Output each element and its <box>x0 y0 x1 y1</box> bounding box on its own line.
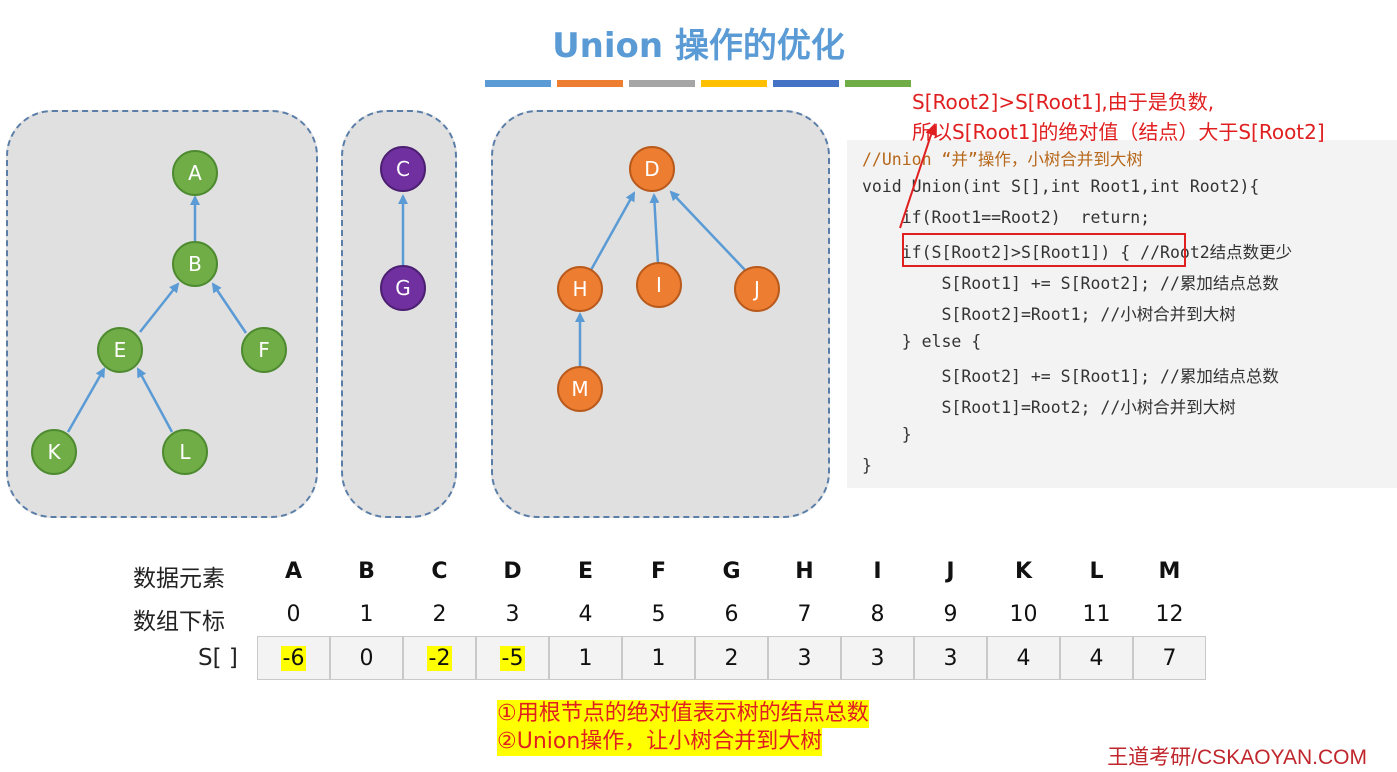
element-header-cell: H <box>795 559 814 584</box>
index-cell: 9 <box>943 602 958 627</box>
element-header-cell: M <box>1158 559 1181 584</box>
code-line: S[Root2]=Root1; //小树合并到大树 <box>862 305 1236 324</box>
tree-node: K <box>31 429 77 475</box>
s-array-value: 3 <box>870 645 885 671</box>
index-cell: 7 <box>797 602 812 627</box>
s-array-value: 3 <box>797 645 812 671</box>
s-array-cell: 4 <box>987 636 1060 680</box>
s-array-cell: 4 <box>1060 636 1133 680</box>
code-highlight-box <box>902 233 1186 267</box>
color-bar <box>557 80 623 87</box>
element-header-cell: I <box>873 559 882 584</box>
s-array-value: 1 <box>651 645 666 671</box>
index-cell: 11 <box>1082 602 1111 627</box>
s-array-cell: 1 <box>622 636 695 680</box>
s-array-cell: 3 <box>841 636 914 680</box>
element-header-cell: E <box>577 559 594 584</box>
code-block <box>847 140 1397 488</box>
index-cell: 5 <box>651 602 666 627</box>
tree-node: C <box>380 146 426 192</box>
code-line: } else { <box>862 332 982 351</box>
element-header-cell: C <box>431 559 448 584</box>
color-bar <box>845 80 911 87</box>
s-array-cell: 1 <box>549 636 622 680</box>
index-cell: 8 <box>870 602 885 627</box>
element-header-cell: G <box>722 559 741 584</box>
index-cell: 10 <box>1009 602 1038 627</box>
tree-node: J <box>734 266 780 312</box>
code-line: S[Root1]=Root2; //小树合并到大树 <box>862 398 1236 417</box>
index-cell: 3 <box>505 602 520 627</box>
code-line: S[Root1] += S[Root2]; //累加结点总数 <box>862 274 1279 293</box>
row-label-s: S[ ] <box>198 645 238 671</box>
s-array-cell: 0 <box>330 636 403 680</box>
s-array-cell: 7 <box>1133 636 1206 680</box>
element-header-cell: K <box>1014 559 1033 584</box>
s-array-value: -2 <box>426 645 453 671</box>
page-title: Union 操作的优化 <box>552 26 845 66</box>
s-array-cell: -5 <box>476 636 549 680</box>
index-cell: 1 <box>359 602 374 627</box>
s-array-value: 4 <box>1089 645 1104 671</box>
annotation-line-1: S[Root2]>S[Root1],由于是负数, <box>912 90 1215 114</box>
code-line: if(Root1==Root2) return; <box>862 208 1151 227</box>
s-array-value: 2 <box>724 645 739 671</box>
tree-node: I <box>636 262 682 308</box>
s-array-cell: 2 <box>695 636 768 680</box>
element-header-cell: J <box>946 559 955 584</box>
tree-node: G <box>380 265 426 311</box>
code-line: } <box>862 425 912 444</box>
tree-panel-c <box>341 110 457 518</box>
index-cell: 6 <box>724 602 739 627</box>
s-array-value: 7 <box>1162 645 1177 671</box>
brand-footer: 王道考研/CSKAOYAN.COM <box>1107 746 1367 769</box>
s-array-cell: 3 <box>914 636 987 680</box>
note-line-1: ①用根节点的绝对值表示树的结点总数 <box>497 700 869 728</box>
index-cell: 0 <box>286 602 301 627</box>
tree-node: B <box>172 241 218 287</box>
index-cell: 2 <box>432 602 447 627</box>
element-header-cell: D <box>503 559 522 584</box>
code-line: void Union(int S[],int Root1,int Root2){ <box>862 177 1260 196</box>
color-bar <box>701 80 767 87</box>
s-array-value: 0 <box>359 645 374 671</box>
s-array-cell: -2 <box>403 636 476 680</box>
code-line: if(S[Root2]>S[Root1]) { //Root2结点数更少 <box>862 243 1293 262</box>
summary-notes: ①用根节点的绝对值表示树的结点总数 ②Union操作，让小树合并到大树 <box>497 700 869 756</box>
tree-node: D <box>629 146 675 192</box>
element-header-cell: A <box>284 559 303 584</box>
index-cell: 12 <box>1155 602 1184 627</box>
element-header-cell: F <box>650 559 667 584</box>
color-bar <box>773 80 839 87</box>
row-label-elements: 数据元素 <box>133 566 225 592</box>
element-header-cell: L <box>1089 559 1104 584</box>
code-line: //Union “并”操作，小树合并到大树 <box>862 150 1143 169</box>
tree-node: A <box>172 150 218 196</box>
tree-node: L <box>162 429 208 475</box>
index-cell: 4 <box>578 602 593 627</box>
annotation-line-2: 所以S[Root1]的绝对值（结点）大于S[Root2] <box>912 120 1325 144</box>
s-array-cell: -6 <box>257 636 330 680</box>
tree-node: F <box>241 327 287 373</box>
color-bar <box>629 80 695 87</box>
s-array-value: -6 <box>280 645 307 671</box>
s-array-value: 3 <box>943 645 958 671</box>
s-array-cell: 3 <box>768 636 841 680</box>
tree-node: E <box>97 327 143 373</box>
tree-node: H <box>557 266 603 312</box>
note-line-2: ②Union操作，让小树合并到大树 <box>497 728 823 756</box>
color-bar <box>485 80 551 87</box>
s-array-value: 4 <box>1016 645 1031 671</box>
code-line: } <box>862 456 872 475</box>
row-label-index: 数组下标 <box>133 609 225 635</box>
element-header-cell: B <box>358 559 375 584</box>
code-line: S[Root2] += S[Root1]; //累加结点总数 <box>862 367 1279 386</box>
tree-node: M <box>557 366 603 412</box>
s-array-value: 1 <box>578 645 593 671</box>
s-array-value: -5 <box>499 645 526 671</box>
